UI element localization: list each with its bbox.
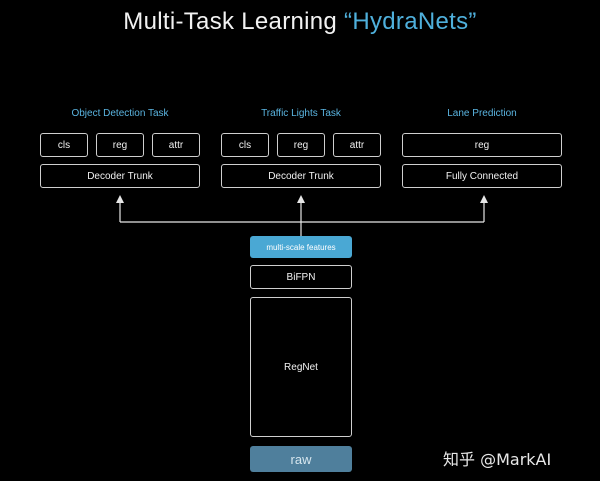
title-accent: “HydraNets” xyxy=(344,8,477,35)
head-reg-traffic-lights: reg xyxy=(277,133,325,157)
task-title-traffic-lights: Traffic Lights Task xyxy=(261,108,341,119)
arrow-head-object-detection xyxy=(116,195,124,203)
decoder-trunk-traffic-lights: Decoder Trunk xyxy=(221,164,381,188)
fully-connected-lane-prediction: Fully Connected xyxy=(402,164,562,188)
multi-scale-features-block: multi-scale features xyxy=(250,236,352,258)
head-cls-object-detection: cls xyxy=(40,133,88,157)
head-cls-traffic-lights: cls xyxy=(221,133,269,157)
task-title-object-detection: Object Detection Task xyxy=(71,108,169,119)
bifpn-block: BiFPN xyxy=(250,265,352,289)
title-main: Multi-Task Learning xyxy=(123,8,345,35)
watermark: 知乎 @MarkAI xyxy=(443,450,552,469)
diagram-title: Multi-Task Learning “HydraNets” xyxy=(0,8,600,36)
head-attr-traffic-lights: attr xyxy=(333,133,381,157)
raw-input-block: raw xyxy=(250,446,352,472)
head-reg-lane-prediction: reg xyxy=(402,133,562,157)
task-title-lane-prediction: Lane Prediction xyxy=(447,108,517,119)
head-attr-object-detection: attr xyxy=(152,133,200,157)
head-reg-object-detection: reg xyxy=(96,133,144,157)
arrow-head-traffic-lights xyxy=(297,195,305,203)
decoder-trunk-object-detection: Decoder Trunk xyxy=(40,164,200,188)
regnet-block: RegNet xyxy=(250,297,352,437)
arrow-head-lane-prediction xyxy=(480,195,488,203)
